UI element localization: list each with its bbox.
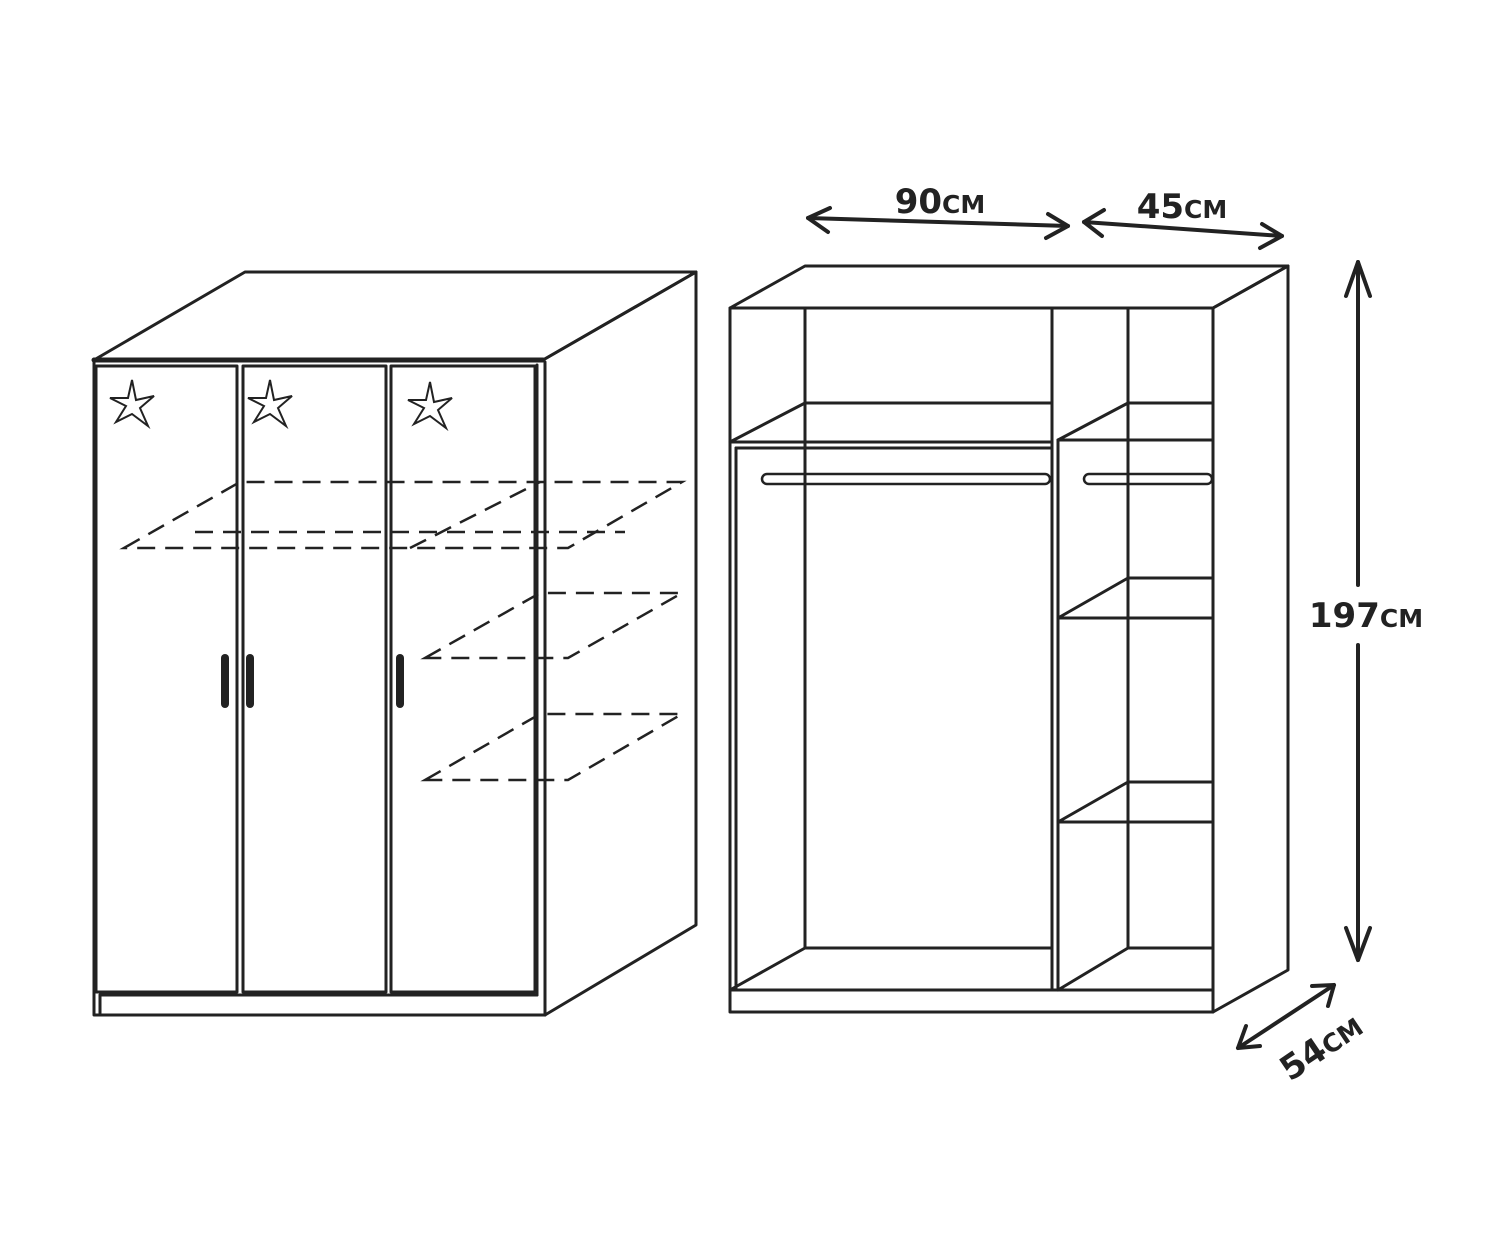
door-handle <box>396 654 404 708</box>
closed-wardrobe <box>91 270 698 1017</box>
dimension-height-label: 197CM <box>1309 596 1423 636</box>
shelf-left-top <box>728 401 1054 444</box>
dimension-width-right: 45CM <box>1082 187 1284 250</box>
open-wardrobe <box>728 264 1290 1014</box>
closed-wardrobe-top <box>92 270 698 362</box>
shelf-right-top <box>1056 401 1215 442</box>
open-wardrobe-front <box>728 306 1215 1014</box>
star-icon <box>247 379 293 430</box>
dimension-height: 197CM <box>1309 260 1423 962</box>
star-icon <box>407 381 453 432</box>
hidden-shelf-bottom <box>420 712 687 782</box>
open-wardrobe-side <box>1211 264 1290 1014</box>
hanging-rail-right <box>1082 472 1214 486</box>
closed-wardrobe-side <box>541 270 698 1017</box>
hidden-shelf-middle <box>420 591 687 660</box>
open-wardrobe-top <box>728 264 1290 310</box>
dimension-width-left-label: 90CM <box>895 182 986 222</box>
door-left <box>94 364 239 994</box>
door-handle <box>246 654 254 708</box>
door-right <box>389 364 537 994</box>
dimension-depth: 54CM <box>1236 983 1370 1090</box>
shelf-right-middle <box>1056 576 1215 620</box>
shelf-right-bottom <box>1056 780 1215 824</box>
dimension-width-right-label: 45CM <box>1137 187 1228 227</box>
door-middle <box>241 364 388 994</box>
dimension-width-left: 90CM <box>806 182 1070 240</box>
closed-wardrobe-front <box>92 358 547 1017</box>
dimension-depth-label: 54CM <box>1273 1006 1370 1090</box>
door-handle <box>221 654 229 708</box>
star-icon <box>109 379 155 430</box>
hanging-rail-left <box>760 472 1052 486</box>
hidden-shelf-top <box>119 480 687 550</box>
